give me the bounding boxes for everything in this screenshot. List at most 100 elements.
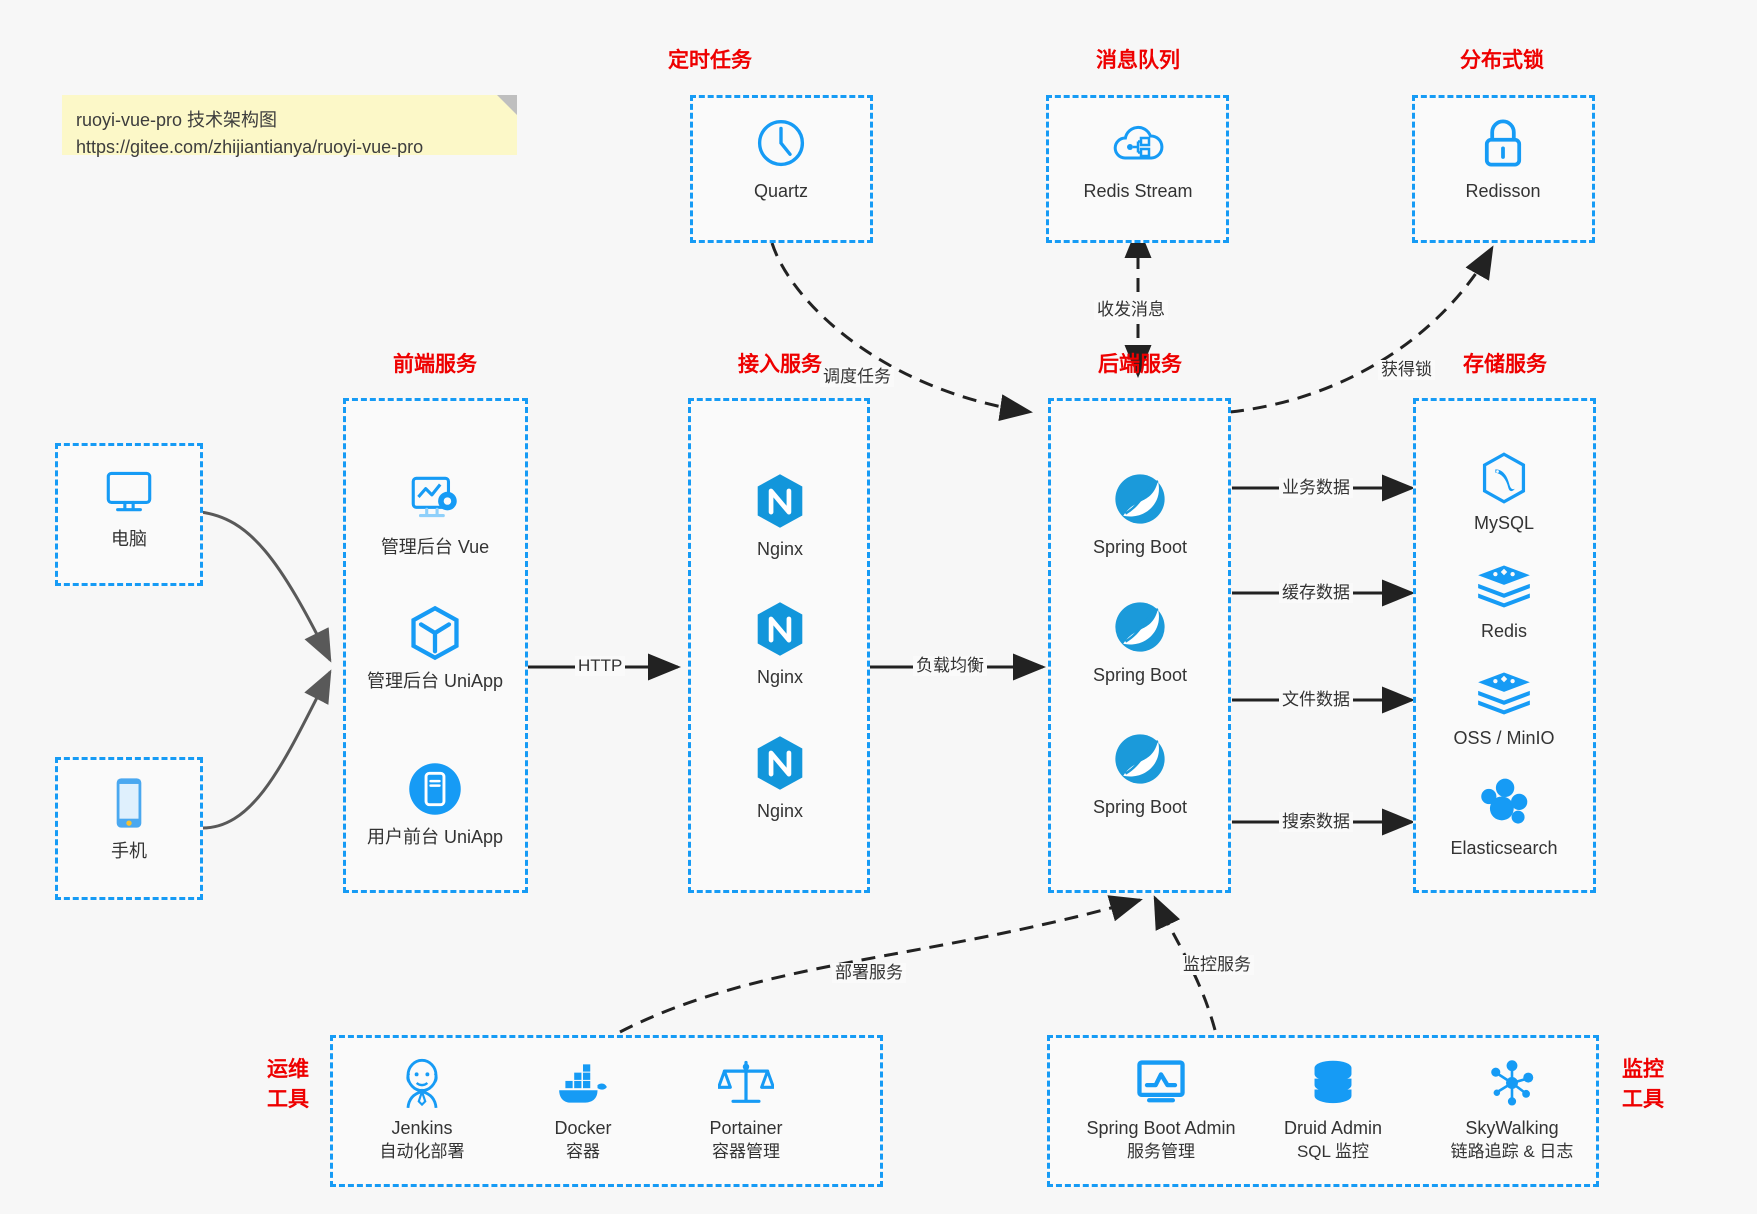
edge-label-cache-data: 缓存数据 [1279,583,1353,603]
jenkins-butler-icon [342,1055,502,1111]
docker-whale-icon [503,1055,663,1111]
node-druid-admin[interactable]: Druid Admin SQL 监控 [1253,1055,1413,1163]
edge-label-acquire-lock: 获得锁 [1378,360,1435,380]
node-graph-icon [1427,1055,1597,1111]
group-box-desktop-client[interactable] [55,443,203,586]
edge-label-file-data: 文件数据 [1279,690,1353,710]
node-redisson[interactable]: Redisson [1423,112,1583,203]
node-label: MySQL [1473,513,1534,533]
node-label: 管理后台 Vue [380,537,490,557]
nginx-icon [700,732,860,794]
group-title-devops-line2: 工具 [267,1088,309,1111]
group-title-message-queue: 消息队列 [1096,49,1180,72]
object-storage-icon [1424,665,1584,721]
edge-label-http: HTTP [575,656,626,676]
lock-icon [1423,112,1583,174]
node-label: Redisson [1465,181,1541,201]
node-spring-boot-2[interactable]: Spring Boot [1060,596,1220,687]
edge-desktop-to-frontend [199,510,332,663]
note-line-2: https://gitee.com/zhijiantianya/ruoyi-vu… [76,137,424,157]
node-user-uniapp[interactable]: 用户前台 UniApp [355,758,515,849]
group-title-storage: 存储服务 [1463,353,1547,376]
edge-label-search-data: 搜索数据 [1279,812,1353,832]
node-mysql[interactable]: MySQL [1424,450,1584,535]
node-redis-stream[interactable]: Redis Stream [1058,112,1218,203]
node-spring-boot-admin[interactable]: Spring Boot Admin 服务管理 [1066,1055,1256,1163]
node-sublabel: 容器 [566,1142,600,1161]
spring-boot-icon [1060,596,1220,658]
node-oss-minio[interactable]: OSS / MinIO [1424,665,1584,750]
node-desktop[interactable]: 电脑 [49,460,209,551]
redis-stack-icon [1424,558,1584,614]
node-label: Redis [1480,621,1528,641]
node-quartz[interactable]: Quartz [701,112,861,203]
node-spring-boot-3[interactable]: Spring Boot [1060,728,1220,819]
node-label: Nginx [756,801,804,821]
node-label: Spring Boot [1092,537,1188,557]
node-label: Spring Boot [1092,797,1188,817]
edge-label-send-receive-message: 收发消息 [1094,300,1168,320]
edge-label-business-data: 业务数据 [1279,478,1353,498]
nginx-icon [700,598,860,660]
group-box-message-queue[interactable] [1046,95,1229,243]
edge-label-load-balance: 负载均衡 [913,656,987,676]
node-label: Elasticsearch [1450,838,1558,858]
group-box-monitoring[interactable] [1047,1035,1599,1187]
group-title-backend: 后端服务 [1098,353,1182,376]
group-title-devops-line1: 运维 [267,1058,309,1081]
edge-label-deploy-service: 部署服务 [832,963,906,983]
note-line-1: ruoyi-vue-pro 技术架构图 [76,110,278,130]
elasticsearch-icon [1424,775,1584,831]
spring-boot-icon [1060,728,1220,790]
node-sublabel: 容器管理 [712,1142,780,1161]
node-label: Spring Boot [1092,665,1188,685]
nginx-icon [700,470,860,532]
node-label: Docker [554,1118,612,1138]
cube-icon [355,602,515,664]
node-sublabel: SQL 监控 [1296,1142,1370,1161]
portainer-scales-icon [666,1055,826,1111]
node-admin-vue[interactable]: 管理后台 Vue [355,468,515,559]
node-admin-uniapp[interactable]: 管理后台 UniApp [355,602,515,693]
node-jenkins[interactable]: Jenkins 自动化部署 [342,1055,502,1163]
clock-icon [701,112,861,174]
node-label: Nginx [756,667,804,687]
node-spring-boot-1[interactable]: Spring Boot [1060,468,1220,559]
node-label: Nginx [756,539,804,559]
monitor-chart-icon [1066,1055,1256,1111]
group-title-devops: 运维 工具 [258,1055,318,1115]
group-title-gateway: 接入服务 [738,353,822,376]
node-portainer[interactable]: Portainer 容器管理 [666,1055,826,1163]
desktop-monitor-icon [49,460,209,522]
node-nginx-1[interactable]: Nginx [700,470,860,561]
group-title-monitoring-line1: 监控 [1622,1058,1664,1081]
edge-backend-to-redisson [1229,245,1494,414]
node-mobile[interactable]: 手机 [49,772,209,863]
dashboard-settings-icon [355,468,515,530]
node-redis[interactable]: Redis [1424,558,1584,643]
edge-label-monitor-service: 监控服务 [1180,955,1254,975]
node-label: 手机 [111,841,147,861]
mysql-dolphin-icon [1424,450,1584,506]
node-label: Redis Stream [1083,181,1193,201]
group-title-monitoring-line2: 工具 [1622,1088,1664,1111]
group-title-scheduled-task: 定时任务 [668,49,752,72]
group-title-frontend: 前端服务 [393,353,477,376]
node-sublabel: 自动化部署 [379,1142,465,1161]
group-box-distributed-lock[interactable] [1412,95,1595,243]
node-elasticsearch[interactable]: Elasticsearch [1424,775,1584,860]
node-skywalking[interactable]: SkyWalking 链路追踪 & 日志 [1427,1055,1597,1163]
node-sublabel: 链路追踪 & 日志 [1450,1142,1574,1161]
note-fold-corner [497,95,517,115]
cloud-network-icon [1058,112,1218,174]
node-label: Portainer [709,1118,783,1138]
node-nginx-3[interactable]: Nginx [700,732,860,823]
node-nginx-2[interactable]: Nginx [700,598,860,689]
database-cylinder-icon [1253,1055,1413,1111]
node-label: Quartz [753,181,809,201]
node-docker[interactable]: Docker 容器 [503,1055,663,1163]
group-title-distributed-lock: 分布式锁 [1460,49,1544,72]
node-sublabel: 服务管理 [1127,1142,1195,1161]
group-box-scheduled-task[interactable] [690,95,873,243]
